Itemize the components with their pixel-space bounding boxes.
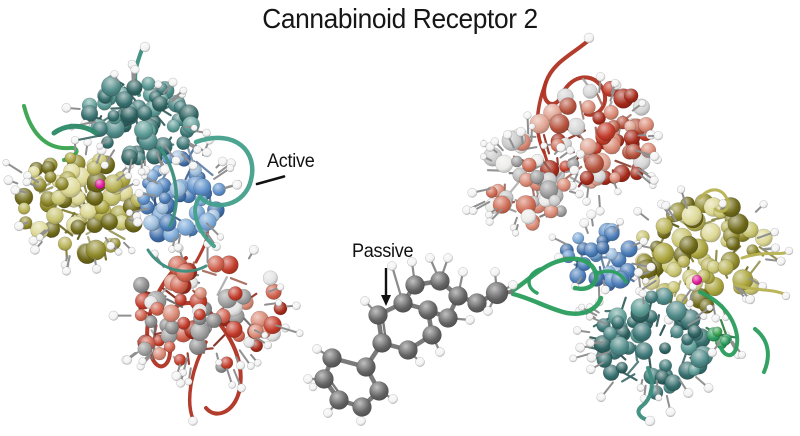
annotations (255, 175, 391, 306)
right-protein (462, 32, 794, 427)
left-protein-active (2, 41, 318, 426)
ligand-molecule-passive (303, 253, 518, 426)
active-label: Active (267, 151, 315, 172)
figure-title: Cannabinoid Receptor 2 (262, 3, 538, 34)
passive-label: Passive (352, 241, 414, 262)
